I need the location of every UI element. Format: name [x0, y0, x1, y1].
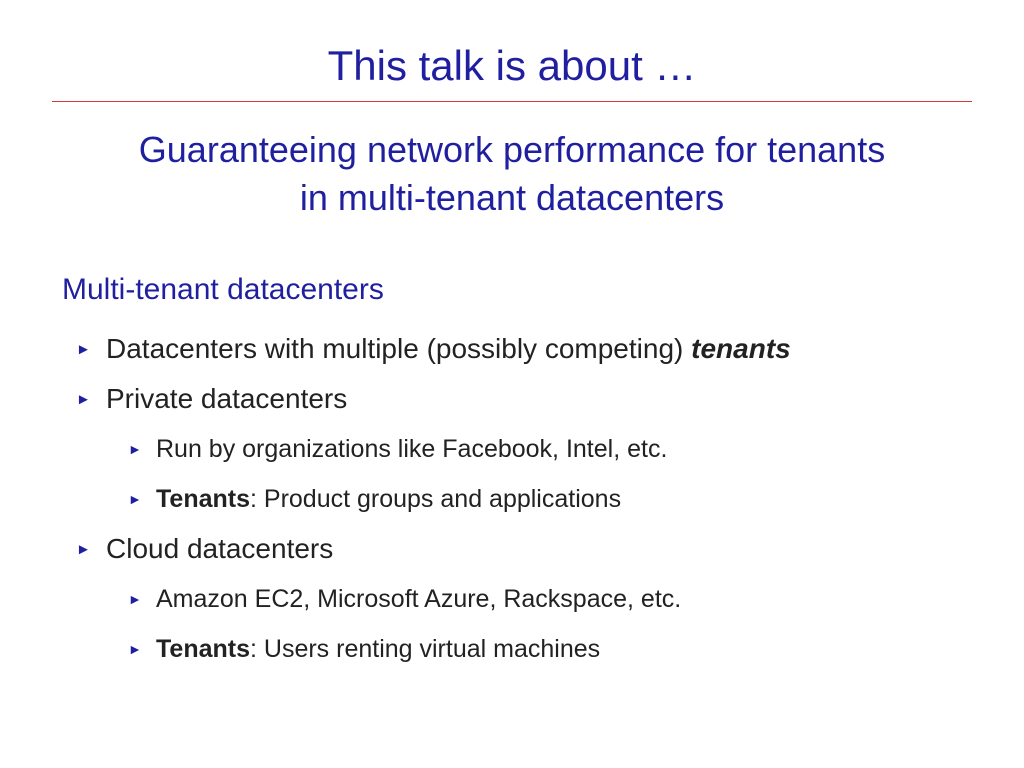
- sub-bullet-item-cloud-tenants: ► Tenants: Users renting virtual machine…: [76, 624, 996, 674]
- bullet-arrow-icon: ►: [128, 641, 142, 657]
- slide-title: This talk is about …: [327, 42, 697, 89]
- sub-bullet-item-cloud-providers: ► Amazon EC2, Microsoft Azure, Rackspace…: [76, 574, 996, 624]
- bullet-arrow-icon: ►: [128, 441, 142, 457]
- bullet-text: Private datacenters: [106, 383, 348, 414]
- bullet-arrow-icon: ►: [128, 491, 142, 507]
- section-heading: Multi-tenant datacenters: [62, 273, 384, 306]
- bullet-emphasis: tenants: [691, 333, 791, 364]
- slide-subtitle: Guaranteeing network performance for ten…: [40, 126, 984, 222]
- bullet-arrow-icon: ►: [76, 540, 91, 558]
- bullet-item-private-datacenters: ► Private datacenters: [76, 374, 996, 424]
- title-divider: [52, 101, 972, 102]
- subtitle-line-1: Guaranteeing network performance for ten…: [138, 129, 886, 170]
- sub-bullet-item-private-tenants: ► Tenants: Product groups and applicatio…: [76, 474, 996, 524]
- bullet-text: Run by organizations like Facebook, Inte…: [156, 434, 668, 463]
- bullet-arrow-icon: ►: [128, 591, 142, 607]
- bullet-text: Tenants: Users renting virtual machines: [156, 634, 601, 663]
- bullet-bold-prefix: Tenants: [156, 484, 250, 513]
- bullet-text: Cloud datacenters: [106, 533, 334, 564]
- bullet-text: Amazon EC2, Microsoft Azure, Rackspace, …: [156, 584, 682, 613]
- subtitle-line-2: in multi-tenant datacenters: [299, 177, 725, 218]
- sub-bullet-item-organizations: ► Run by organizations like Facebook, In…: [76, 424, 996, 474]
- bullet-list: ► Datacenters with multiple (possibly co…: [76, 324, 996, 674]
- bullet-text: Datacenters with multiple (possibly comp…: [106, 333, 791, 364]
- bullet-item-multiple-tenants: ► Datacenters with multiple (possibly co…: [76, 324, 996, 374]
- bullet-arrow-icon: ►: [76, 390, 91, 408]
- bullet-text: Tenants: Product groups and applications: [156, 484, 622, 513]
- bullet-item-cloud-datacenters: ► Cloud datacenters: [76, 524, 996, 574]
- bullet-bold-prefix: Tenants: [156, 634, 250, 663]
- bullet-arrow-icon: ►: [76, 340, 91, 358]
